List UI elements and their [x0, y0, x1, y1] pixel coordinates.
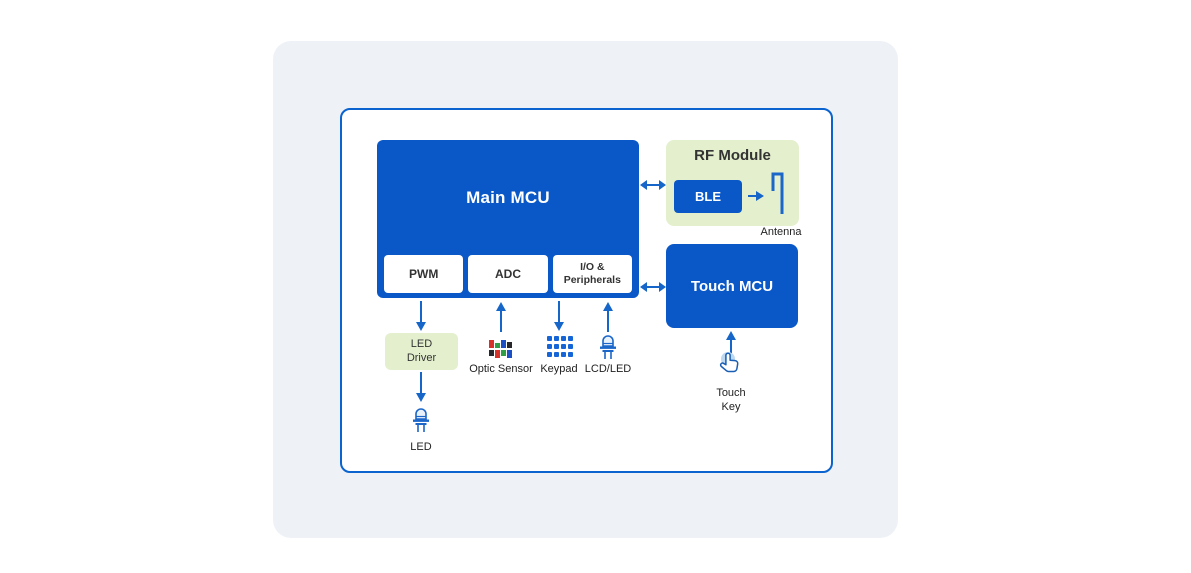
pwm-block: PWM	[384, 255, 464, 293]
lcd-led-icon	[596, 332, 620, 360]
io-peripherals-block: I/O & Peripherals	[552, 255, 632, 293]
led-label: LED	[410, 441, 432, 453]
io-to-touchmcu-double-arrow-icon	[640, 280, 666, 294]
led-driver-label: LED Driver	[406, 337, 437, 364]
leddriver-to-led-arrow-icon	[415, 372, 427, 402]
opticsensor-to-adc-arrow-icon	[495, 302, 507, 332]
ble-block: BLE	[674, 180, 742, 213]
lcdled-to-io-arrow-icon	[602, 302, 614, 332]
touch-key-icon	[717, 350, 745, 380]
diagram-card: Main MCU PWM ADC I/O & Peripherals RF Mo…	[273, 41, 898, 538]
led-driver-block: LED Driver	[385, 333, 458, 370]
optic-sensor-icon	[489, 339, 515, 359]
main-to-rf-double-arrow-icon	[640, 178, 666, 192]
adc-block: ADC	[468, 255, 548, 293]
antenna-label: Antenna	[760, 226, 802, 238]
antenna-icon	[768, 170, 788, 216]
lcd-led-label: LCD/LED	[584, 363, 632, 375]
keypad-icon	[547, 336, 573, 359]
keypad-label: Keypad	[540, 363, 578, 375]
main-mcu-block: Main MCU PWM ADC I/O & Peripherals	[377, 140, 639, 298]
touch-key-label: Touch Key	[716, 387, 746, 414]
main-mcu-label: Main MCU	[466, 188, 550, 207]
ble-to-antenna-arrow-icon	[748, 190, 764, 202]
optic-sensor-label: Optic Sensor	[469, 363, 533, 375]
rf-module-title: RF Module	[694, 147, 771, 164]
diagram-frame: Main MCU PWM ADC I/O & Peripherals RF Mo…	[340, 108, 833, 473]
touch-mcu-block: Touch MCU	[666, 244, 798, 328]
main-mcu-sub-blocks: PWM ADC I/O & Peripherals	[384, 255, 632, 293]
io-to-keypad-arrow-icon	[553, 301, 565, 331]
pwm-to-leddriver-arrow-icon	[415, 301, 427, 331]
led-icon	[409, 405, 433, 433]
rf-module-block: RF Module BLE	[666, 140, 799, 226]
